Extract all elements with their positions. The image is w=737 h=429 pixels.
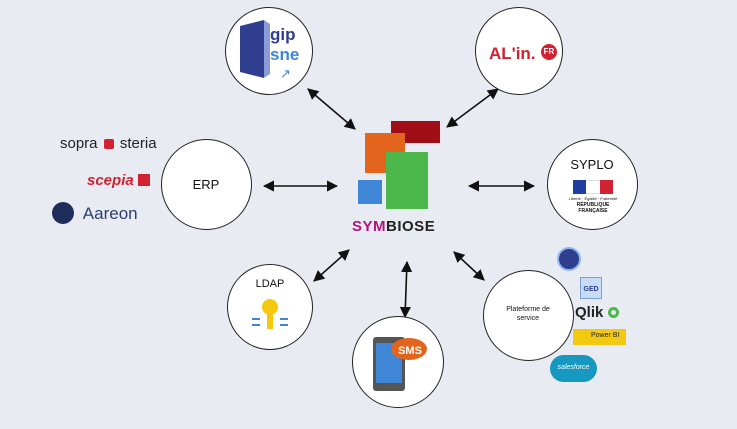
power-bi-text: Power BI xyxy=(591,332,620,339)
flag-icon xyxy=(573,180,613,194)
logo-square-blue xyxy=(358,180,382,204)
ged-text: GED xyxy=(583,286,599,293)
scepia-text: scepia xyxy=(87,172,134,189)
arrow-gip xyxy=(307,88,356,130)
symbiose-wordmark: SYMBIOSE xyxy=(352,218,435,235)
scepia-grid-icon xyxy=(137,174,150,186)
wordmark-sym: SYM xyxy=(352,218,387,235)
qlik-text: Qlik xyxy=(575,304,604,321)
connector-arrows xyxy=(262,88,536,319)
salesforce-logo: salesforce xyxy=(550,355,597,382)
scepia-logo: scepia xyxy=(87,172,150,189)
logo-square-green xyxy=(386,152,428,209)
ldap-label: LDAP xyxy=(255,278,285,290)
fr-badge: FR xyxy=(541,44,557,60)
sopra-text: sopra xyxy=(60,135,98,152)
ged-logo: GED xyxy=(580,277,602,299)
aareon-logo: Aareon xyxy=(52,202,138,224)
arrow-ldap xyxy=(313,249,350,282)
node-erp[interactable]: ERP xyxy=(161,139,252,230)
steria-text: steria xyxy=(119,135,157,152)
aareon-mark-icon xyxy=(52,202,74,224)
aareon-text: Aareon xyxy=(82,204,138,223)
salesforce-text: salesforce xyxy=(557,364,590,371)
node-plateforme-de-service[interactable]: Plateforme de service xyxy=(483,270,574,361)
arrow-sms xyxy=(399,260,413,319)
node-sms[interactable]: SMS xyxy=(352,316,444,408)
key-icon xyxy=(252,299,288,329)
node-syplo[interactable]: SYPLO Liberté · Égalité · Fraternité RÉP… xyxy=(547,139,638,230)
wordmark-biose: BIOSE xyxy=(386,218,436,235)
symbiose-logo xyxy=(358,121,440,209)
power-bi-logo: Power BI xyxy=(573,329,626,345)
sopra-steria-logo: sopra steria xyxy=(60,135,157,152)
erp-label: ERP xyxy=(192,177,220,192)
syplo-label: SYPLO xyxy=(570,157,614,172)
arrow-plateforme xyxy=(453,251,485,281)
qlik-logo: Qlik xyxy=(575,304,619,321)
republique-francaise-logo: Liberté · Égalité · Fraternité RÉPUBLIQU… xyxy=(565,180,621,220)
node-ldap[interactable]: LDAP xyxy=(227,264,313,350)
republique-text: RÉPUBLIQUE FRANÇAISE xyxy=(576,202,610,214)
plateforme-label-line2: service xyxy=(516,315,540,322)
node-gip-sne[interactable]: gip sne ↗ xyxy=(225,7,313,95)
phone-sms-icon xyxy=(373,337,427,391)
plateforme-label-line1: Plateforme de xyxy=(506,306,550,313)
qlik-mark-icon xyxy=(607,307,619,318)
republique-motto: Liberté · Égalité · Fraternité xyxy=(568,196,618,201)
avatar-icon xyxy=(557,247,581,271)
node-alin[interactable]: AL'in. FR xyxy=(475,7,563,95)
sopra-steria-mark-icon xyxy=(103,139,114,149)
arrow-up-right-icon: ↗ xyxy=(280,66,291,81)
alin-text: AL'in. xyxy=(489,44,536,63)
gip-sne-logo-icon xyxy=(240,20,270,78)
sms-label: SMS xyxy=(398,345,422,357)
sne-text: sne xyxy=(270,45,300,64)
arrow-alin xyxy=(446,88,499,128)
gip-text: gip xyxy=(270,25,296,44)
